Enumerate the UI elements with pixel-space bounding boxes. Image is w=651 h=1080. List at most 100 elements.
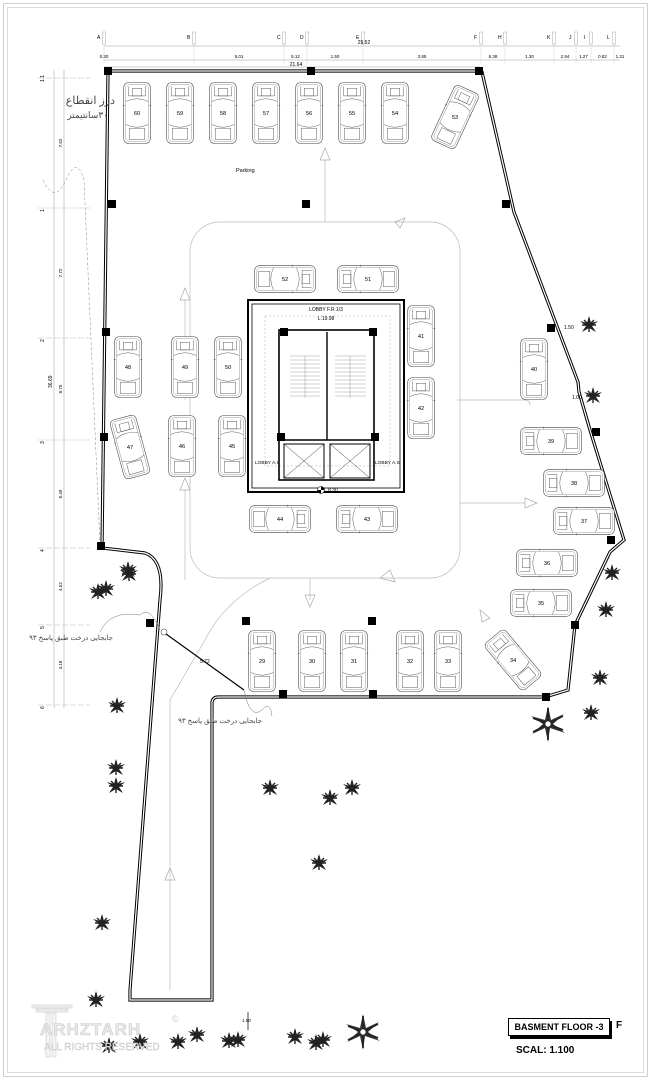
parking-space-number: 31 xyxy=(351,659,357,665)
tree-icon xyxy=(583,386,603,404)
parking-space-number: 59 xyxy=(177,111,183,117)
diagonal-dim-text: 5.72 xyxy=(200,659,210,665)
parking-space-number: 36 xyxy=(544,561,550,567)
parking-car: 47 xyxy=(108,413,152,481)
dimension-top: 1.27 xyxy=(579,54,588,59)
parking-car: 59 xyxy=(165,82,195,144)
logo-copyright: © xyxy=(172,1014,179,1024)
tree-icon xyxy=(581,703,601,721)
parking-car: 35 xyxy=(510,588,572,618)
level-mark-text: 8.30 xyxy=(328,488,338,494)
axis-marker-top xyxy=(503,31,507,45)
axis-marker-top xyxy=(574,31,578,45)
column xyxy=(368,617,376,625)
parking-car: 44 xyxy=(249,504,311,534)
parking-space-number: 53 xyxy=(452,115,458,121)
parking-space-number: 33 xyxy=(445,659,451,665)
axis-label-top: A xyxy=(97,35,101,41)
parking-car: 38 xyxy=(543,468,605,498)
tree-icon xyxy=(530,705,566,743)
parking-space-number: 42 xyxy=(418,406,424,412)
stair-lift-core xyxy=(247,299,405,493)
parking-car: 57 xyxy=(251,82,281,144)
axis-marker-top xyxy=(305,31,309,45)
parking-car: 37 xyxy=(553,506,615,536)
parking-car: 54 xyxy=(380,82,410,144)
dimension-left: 7.72 xyxy=(58,268,63,277)
axis-marker-top xyxy=(612,31,616,45)
axis-label-top: E xyxy=(356,35,360,41)
top-total-outer: 29.52 xyxy=(358,40,371,46)
column xyxy=(97,542,105,550)
parking-car: 32 xyxy=(395,630,425,692)
dimension-top: 5.12 xyxy=(291,54,300,59)
parking-space-number: 34 xyxy=(510,658,516,664)
top-total-inner: 21.64 xyxy=(290,62,303,68)
parking-car: 52 xyxy=(254,264,316,294)
column xyxy=(542,693,550,701)
parking-car: 36 xyxy=(516,548,578,578)
parking-car: 29 xyxy=(247,630,277,692)
parking-space-number: 48 xyxy=(125,365,131,371)
scale-label: SCAL: 1.100 xyxy=(516,1045,575,1056)
top-axis-ticks: A0.30B5.01C5.12D1.50E3.85F6.38H1.30K2.94… xyxy=(97,31,625,64)
parking-car: 45 xyxy=(217,415,247,477)
tree-icon xyxy=(596,600,616,618)
circulation-lane xyxy=(169,160,531,990)
logo-column-icon xyxy=(31,1004,73,1058)
axis-label-left: 6 xyxy=(40,706,46,709)
tree-icon xyxy=(590,668,610,686)
parking-car: 42 xyxy=(406,377,436,439)
level-marker: 8.30 xyxy=(317,486,338,494)
parking-space-number: 35 xyxy=(538,601,544,607)
axis-label-top: L xyxy=(607,35,610,41)
expansion-joint-width: ۳۰سانتیمتر xyxy=(66,110,108,121)
dimension-top: 0.82 xyxy=(598,54,607,59)
drawing-title: BASMENT FLOOR -3 xyxy=(508,1018,610,1036)
axis-label-top: K xyxy=(547,35,551,41)
axis-marker-top xyxy=(479,31,483,45)
parking-car: 34 xyxy=(482,627,544,693)
parking-space-number: 32 xyxy=(407,659,413,665)
parking-car: 39 xyxy=(520,426,582,456)
tree-icon xyxy=(342,778,362,796)
tree-relocation-note-2: جابجایی درخت طبق پاسخ ۹۳ xyxy=(178,717,262,725)
traffic-arrows xyxy=(164,147,538,881)
parking-space-number: 43 xyxy=(364,517,370,523)
parking-space-number: 47 xyxy=(127,445,133,451)
tree-icon xyxy=(187,1025,207,1043)
tree-icon xyxy=(320,788,340,806)
parking-car: 33 xyxy=(433,630,463,692)
column xyxy=(371,433,379,441)
left-total: 36.69 xyxy=(48,375,54,388)
parking-car: 53 xyxy=(428,83,482,151)
parking-car: 50 xyxy=(213,336,243,398)
parking-space-number: 57 xyxy=(263,111,269,117)
area-label: Parking xyxy=(236,168,255,174)
dimension-top: 1.30 xyxy=(525,54,534,59)
parking-car: 60 xyxy=(122,82,152,144)
drawing-frame-inner xyxy=(7,7,644,1073)
lobby-as-left-label: LOBBY A.S xyxy=(255,460,280,466)
column xyxy=(502,200,510,208)
column xyxy=(242,617,250,625)
parking-space-number: 54 xyxy=(392,111,398,117)
tree-icon xyxy=(106,776,126,794)
offset-dim-1: 1.50 xyxy=(564,325,574,331)
column xyxy=(146,619,154,627)
parking-space-number: 30 xyxy=(309,659,315,665)
column xyxy=(280,328,288,336)
axis-label-top: D xyxy=(300,35,304,41)
parking-space-number: 41 xyxy=(418,334,424,340)
column xyxy=(475,67,483,75)
tree-icon xyxy=(107,696,127,714)
parking-space-number: 44 xyxy=(277,517,283,523)
tree-icon xyxy=(285,1027,305,1045)
dimension-top: 5.01 xyxy=(235,54,244,59)
axis-marker-top xyxy=(589,31,593,45)
column xyxy=(592,428,600,436)
logo-name: ARHZTARH xyxy=(40,1020,142,1040)
parking-space-number: 56 xyxy=(306,111,312,117)
axis-label-top: B xyxy=(187,35,191,41)
